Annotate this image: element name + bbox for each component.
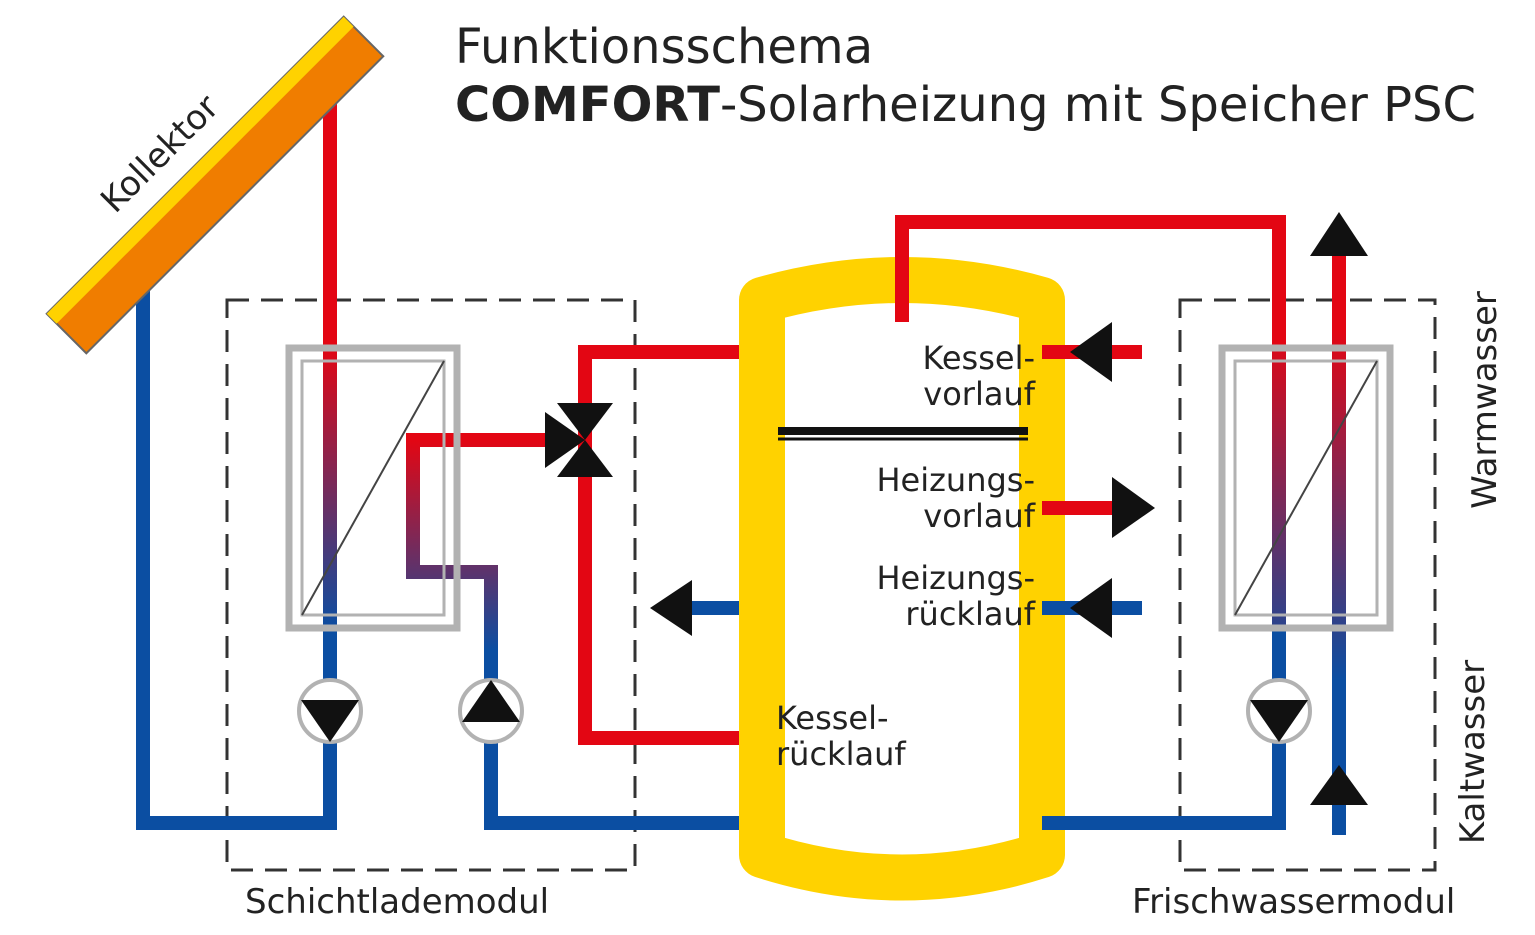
solar-collector	[45, 15, 385, 355]
label-heizungs-vorlauf-line1: Heizungs-	[876, 461, 1035, 499]
fresh-water-return-pipe	[1042, 742, 1286, 830]
label-kessel-ruecklauf-line2: rücklauf	[776, 735, 906, 773]
left-exchanger-secondary	[406, 433, 560, 680]
three-way-valve-bottom	[557, 440, 613, 477]
label-frischwassermodul: Frischwassermodul	[1132, 882, 1456, 922]
stratified-pump	[458, 678, 524, 744]
label-kessel-ruecklauf: Kessel- rücklauf	[776, 700, 906, 772]
left-heat-exchanger-inner	[300, 359, 446, 617]
title-line-2-rest: -Solarheizung mit Speicher PSC	[719, 77, 1477, 133]
title-line-1: Funktionsschema	[455, 19, 874, 75]
label-heizungs-ruecklauf-line2: rücklauf	[905, 595, 1035, 633]
schichtlademodul-border	[225, 298, 637, 872]
label-heizungs-ruecklauf-line1: Heizungs-	[876, 559, 1035, 597]
three-way-valve-left	[545, 412, 585, 468]
label-kessel-vorlauf: Kessel- vorlauf	[880, 340, 1035, 412]
kessel-vorlauf-arrow	[1070, 322, 1112, 382]
stratified-return-pipe	[484, 742, 765, 830]
left-exchanger-diagonal	[301, 360, 445, 616]
diagram-title: Funktionsschema COMFORT-Solarheizung mit…	[455, 18, 1476, 134]
heizungs-vorlauf-arrow	[1112, 477, 1155, 538]
label-heizungs-ruecklauf: Heizungs- rücklauf	[840, 560, 1035, 632]
warmwasser-arrow	[1310, 212, 1368, 256]
title-bold-brand: COMFORT	[455, 77, 720, 133]
heizungs-ruecklauf-arrow	[1070, 578, 1112, 638]
label-kaltwasser: Kaltwasser	[1453, 659, 1493, 845]
label-schichtlademodul: Schichtlademodul	[245, 882, 550, 922]
right-heat-exchanger	[1218, 344, 1394, 632]
right-heat-exchanger-inner	[1233, 359, 1379, 617]
label-warmwasser: Warmwasser	[1465, 291, 1505, 509]
fresh-water-pump	[1246, 678, 1312, 744]
hot-water-top-pipe	[895, 215, 1286, 345]
left-heat-exchanger	[285, 344, 461, 632]
collector-return-pipe	[136, 290, 337, 830]
title-line-2: COMFORT-Solarheizung mit Speicher PSC	[455, 76, 1476, 134]
collector-pump	[297, 678, 363, 744]
left-outlet-arrow	[650, 580, 692, 636]
three-way-valve-top	[557, 403, 613, 440]
frischwassermodul-border	[1178, 298, 1437, 872]
right-exchanger-diagonal	[1234, 360, 1378, 616]
label-kessel-ruecklauf-line1: Kessel-	[776, 699, 889, 737]
right-exchanger-primary	[1272, 345, 1286, 630]
label-kessel-vorlauf-line2: vorlauf	[923, 375, 1035, 413]
label-heizungs-vorlauf: Heizungs- vorlauf	[840, 462, 1035, 534]
kessel-loop-pipe	[578, 345, 765, 745]
cold-to-warm-water-line	[1332, 250, 1346, 835]
kaltwasser-arrow	[1310, 765, 1368, 805]
left-exchanger-primary	[323, 345, 337, 630]
label-kessel-vorlauf-line1: Kessel-	[922, 339, 1035, 377]
label-heizungs-vorlauf-line2: vorlauf	[923, 497, 1035, 535]
